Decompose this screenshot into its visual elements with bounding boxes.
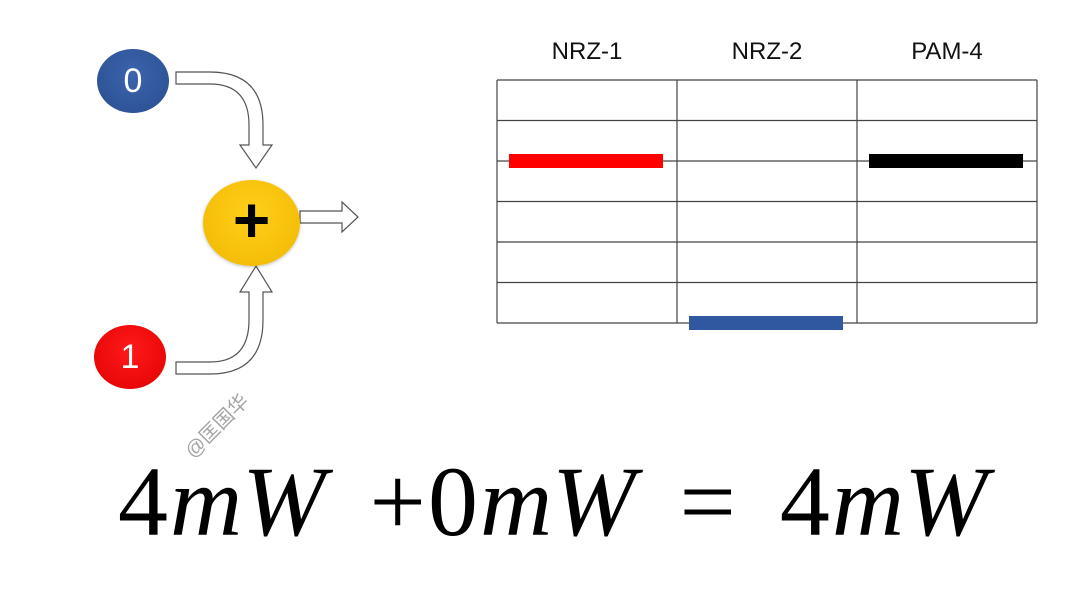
term1-value: 4: [118, 446, 168, 557]
plus-icon: +: [232, 184, 271, 256]
column-header-nrz-2: NRZ-2: [731, 38, 803, 65]
plus-sign: +: [369, 446, 426, 557]
column-header-pam-4: PAM-4: [911, 38, 983, 65]
input-1-circle: 1: [94, 325, 166, 389]
arrow-from-input-1: [175, 264, 274, 375]
result-value: 4: [779, 446, 830, 557]
arrow-from-input-0: [175, 71, 274, 170]
signal-bars: [509, 154, 1023, 330]
term2-unit: mW: [479, 446, 636, 557]
term2-value: 0: [427, 446, 478, 557]
adder-circle: +: [203, 180, 300, 266]
term1-unit: mW: [170, 446, 326, 557]
input-1-label: 1: [120, 337, 140, 376]
signal-bar-nrz-1: [509, 154, 663, 168]
equals-sign: =: [679, 446, 736, 557]
level-grid: [496, 79, 1038, 324]
column-header-nrz-1: NRZ-1: [551, 38, 623, 65]
signal-bar-nrz-2: [689, 316, 843, 330]
result-unit: mW: [831, 446, 988, 557]
output-arrow: [299, 200, 359, 234]
input-0-circle: 0: [97, 49, 169, 113]
power-equation: 4 mW + 0 mW = 4 mW: [118, 452, 987, 552]
signal-bar-pam-4: [869, 154, 1023, 168]
input-0-label: 0: [123, 61, 143, 100]
